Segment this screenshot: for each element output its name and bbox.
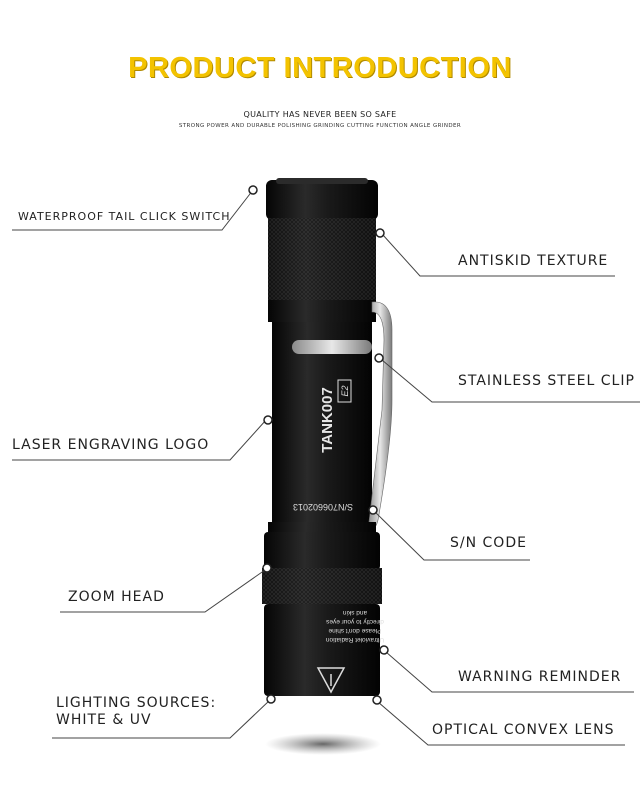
callout-line-waterproof xyxy=(12,189,254,231)
dot-antiskid xyxy=(375,228,385,238)
dot-waterproof xyxy=(248,185,258,195)
tagline: STRONG POWER AND DURABLE POLISHING GRIND… xyxy=(178,123,462,129)
bezel xyxy=(264,604,380,696)
callout-line-clip xyxy=(381,359,640,403)
dot-clip xyxy=(374,353,384,363)
warning-line-2: Please don't shine xyxy=(328,627,381,634)
callout-warning: WARNING REMINDER xyxy=(458,669,622,685)
callout-lighting-1: LIGHTING SOURCES: xyxy=(56,695,217,711)
callout-line-lens xyxy=(377,701,625,746)
callout-lighting-2: WHITE & UV xyxy=(56,712,152,728)
callout-waterproof: WATERPROOF TAIL CLICK SWITCH xyxy=(18,210,231,223)
tail-cap xyxy=(266,180,378,220)
dot-zoom xyxy=(262,563,272,573)
callout-lens: OPTICAL CONVEX LENS xyxy=(432,722,615,738)
callout-line-zoom xyxy=(60,569,266,613)
callout-line-lighting xyxy=(52,699,271,739)
warning-line-1: Ultraviolet Radiation xyxy=(326,636,385,643)
callout-line-antiskid xyxy=(382,234,615,277)
brand-text: TANK007 xyxy=(319,387,336,453)
warning-line-4: and skin xyxy=(343,609,368,616)
dot-laser xyxy=(263,415,273,425)
callout-clip: STAINLESS STEEL CLIP xyxy=(458,373,635,389)
callout-line-sn xyxy=(374,511,530,561)
warning-line-3: directly to your eyes xyxy=(325,618,384,625)
callout-line-warning xyxy=(385,651,634,693)
model-text: E2 xyxy=(340,385,350,396)
callout-line-laser xyxy=(12,419,267,461)
callout-zoom: ZOOM HEAD xyxy=(68,589,165,605)
dot-lens xyxy=(372,695,382,705)
body-tube xyxy=(272,322,372,522)
logo-engraving: TANK007 xyxy=(319,387,336,453)
subtitle: QUALITY HAS NEVER BEEN SO SAFE xyxy=(243,110,397,119)
callout-antiskid: ANTISKID TEXTURE xyxy=(458,253,609,269)
page-title: PRODUCT INTRODUCTION xyxy=(128,52,512,84)
warning-triangle-icon xyxy=(316,667,346,694)
zoom-head xyxy=(264,532,380,570)
callout-laser: LASER ENGRAVING LOGO xyxy=(12,437,210,453)
clip-band xyxy=(292,340,372,354)
serial-text: S/N706602013 xyxy=(293,502,353,512)
dot-warning xyxy=(379,645,389,655)
dot-lighting xyxy=(266,694,276,704)
floor-shadow xyxy=(265,733,381,755)
callout-sn: S/N CODE xyxy=(450,535,527,551)
dot-sn xyxy=(368,505,378,515)
